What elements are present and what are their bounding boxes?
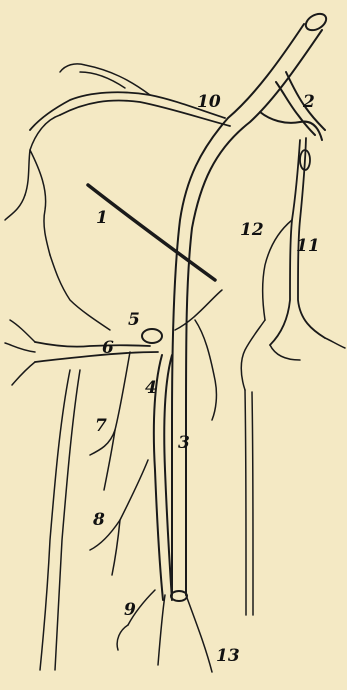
label-4: 4 <box>145 380 157 397</box>
label-7: 7 <box>95 418 107 435</box>
label-9: 9 <box>124 602 136 619</box>
left-descending-vessel <box>40 370 80 670</box>
label-6: 6 <box>102 340 114 357</box>
branch-13 <box>186 595 212 672</box>
label-10: 10 <box>197 94 221 111</box>
label-5: 5 <box>128 312 140 329</box>
branch-11-12 <box>241 138 345 615</box>
branch-1 <box>88 185 215 280</box>
branch-2 <box>260 72 325 140</box>
label-13: 13 <box>216 648 240 665</box>
label-12: 12 <box>240 222 264 239</box>
label-2: 2 <box>303 94 315 111</box>
label-11: 11 <box>296 238 320 255</box>
label-8: 8 <box>93 512 105 529</box>
label-3: 3 <box>178 435 190 452</box>
label-1: 1 <box>96 210 108 227</box>
